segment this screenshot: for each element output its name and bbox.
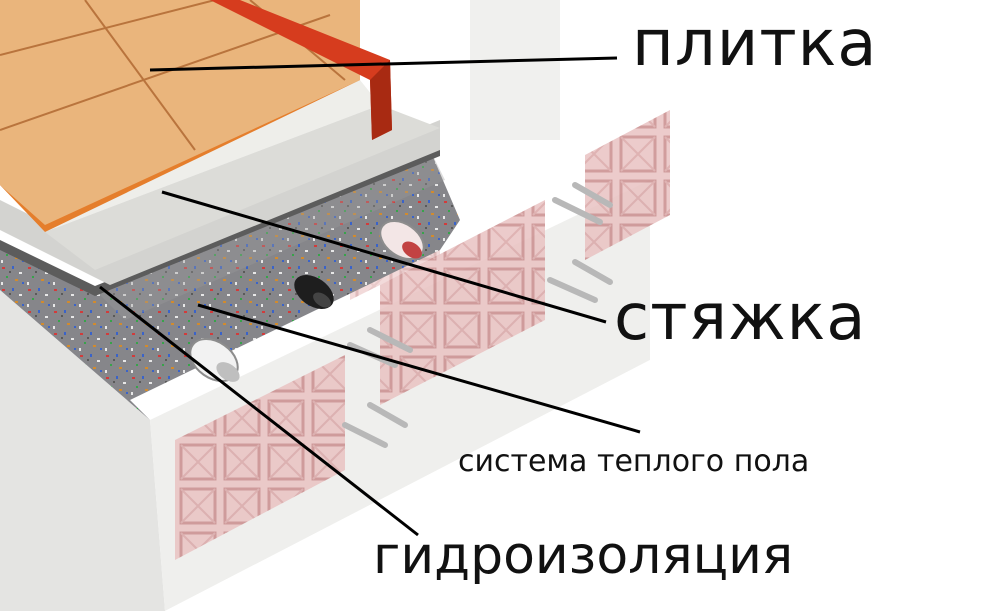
leader-line-waterproofing <box>99 285 419 537</box>
screed-layer <box>0 150 460 420</box>
heating-pipe-white-1 <box>189 338 240 382</box>
rebar-stubs <box>342 182 613 448</box>
label-screed: стяжка <box>614 281 867 355</box>
heating-pipe-black <box>294 274 334 310</box>
border-strip <box>210 0 392 140</box>
leader-lines <box>99 56 641 537</box>
heating-pipes <box>189 219 425 382</box>
leader-line-tile <box>149 56 618 72</box>
label-tile: плитка <box>632 7 878 81</box>
heating-pipe-red <box>379 219 425 261</box>
leader-line-heating <box>197 303 641 434</box>
floor-tiles <box>0 0 360 232</box>
label-waterproofing: гидроизоляция <box>373 526 794 586</box>
leader-line-screed <box>161 190 607 324</box>
label-underfloor-heating: система теплого пола <box>458 444 810 479</box>
